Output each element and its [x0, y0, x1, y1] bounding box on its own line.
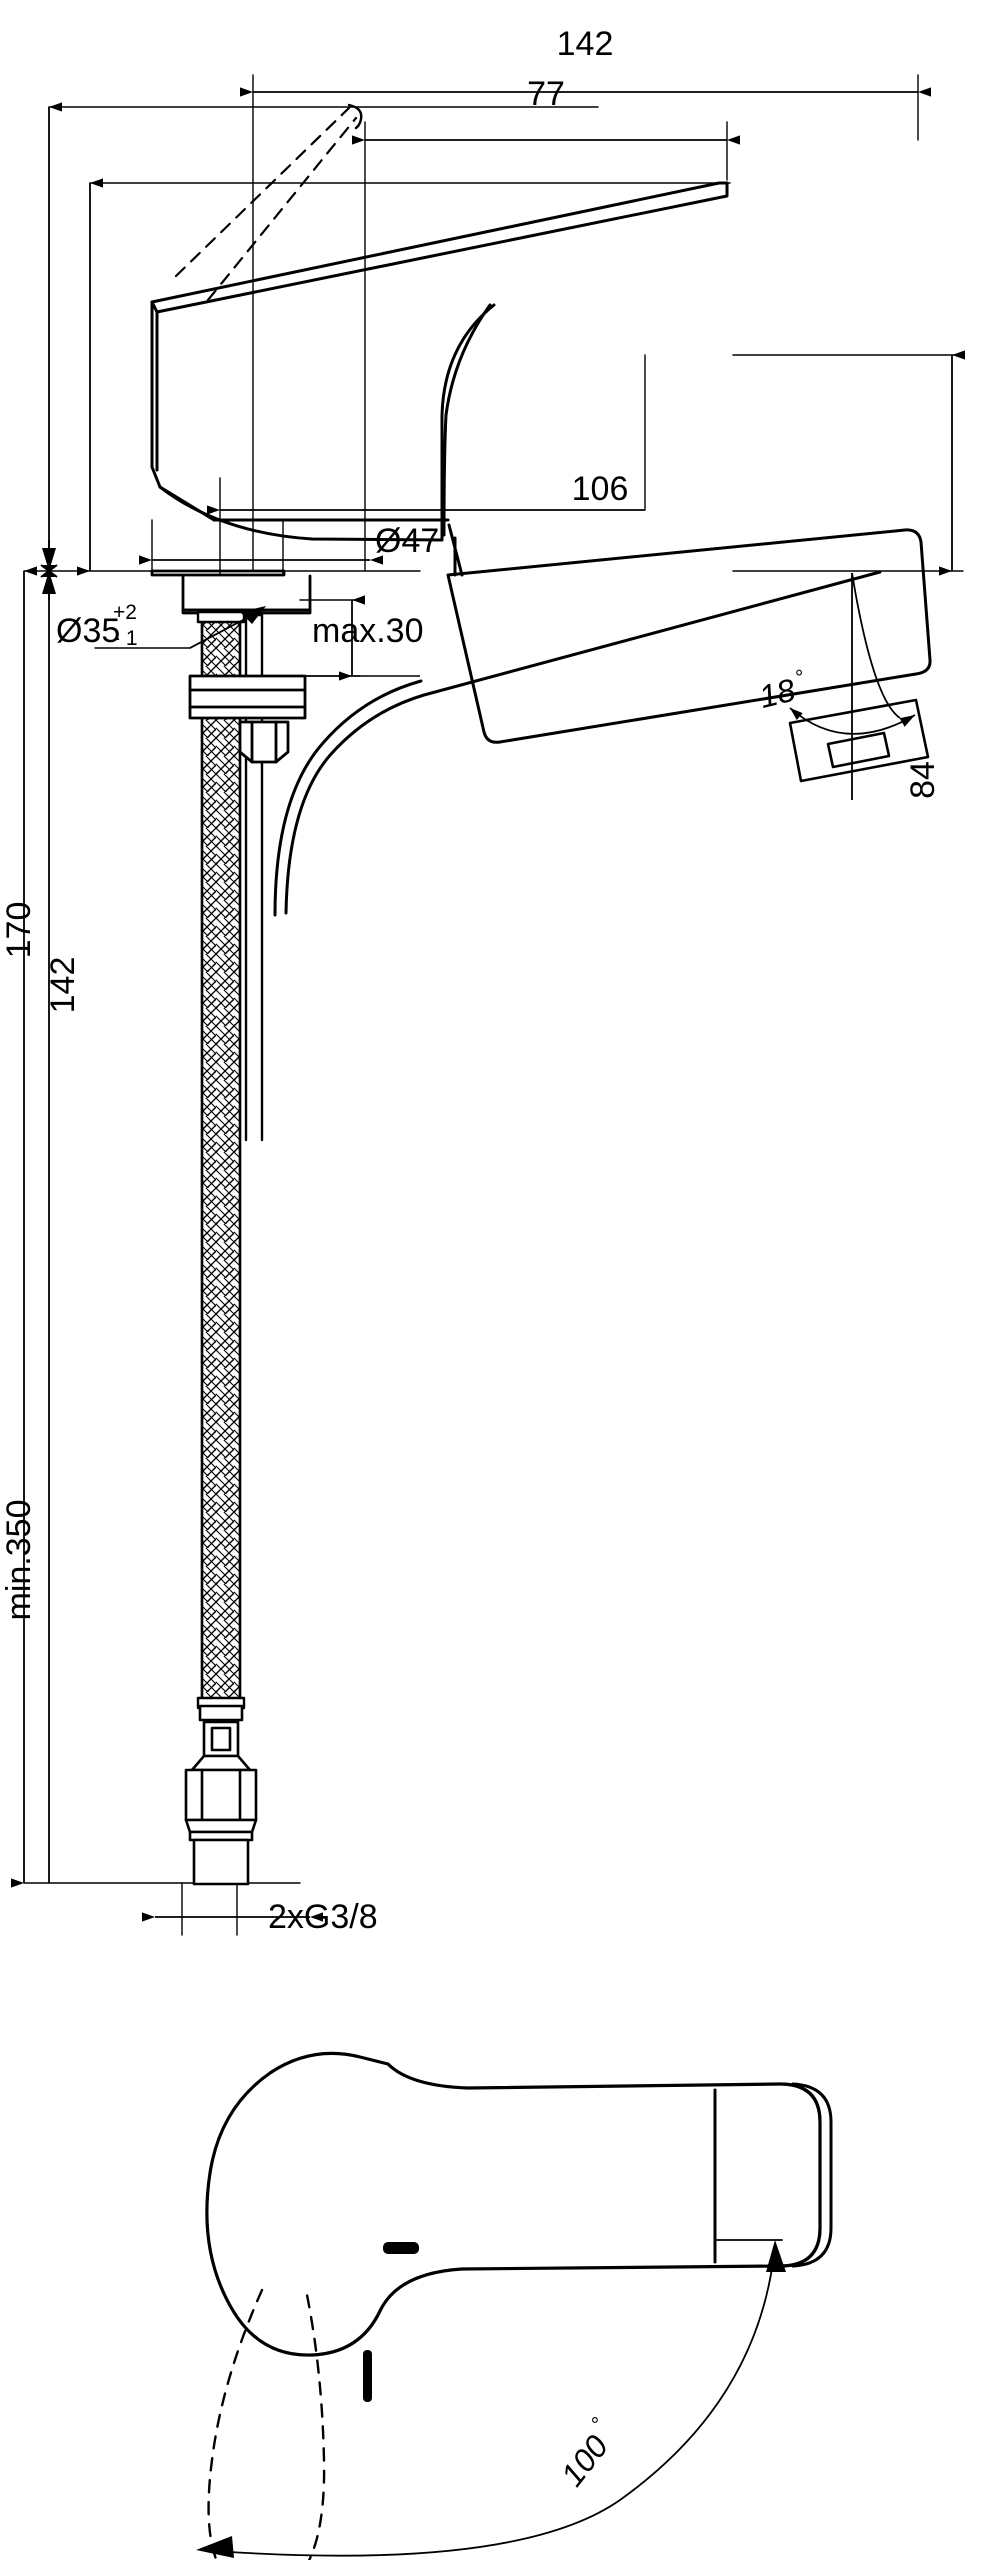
angle-18-dimension	[789, 572, 916, 800]
top-plan-view	[196, 2051, 833, 2560]
label-35-tolerance-upper: +2	[113, 601, 137, 624]
label-thread-2xg38: 2xG3/8	[268, 1898, 378, 1936]
lever-raised-dashed	[174, 106, 358, 302]
flexible-hose	[196, 610, 264, 1710]
extension-lines	[23, 74, 964, 1936]
angle-100-arrow-up	[766, 2240, 786, 2272]
spout-lower-curve	[273, 570, 882, 917]
plan-body-outline	[205, 2051, 822, 2357]
label-angle-100-degree-symbol: °	[587, 2413, 610, 2434]
label-77-width: 77	[527, 75, 565, 113]
plan-lever-dashed	[207, 2288, 326, 2560]
mixer-body	[158, 303, 496, 577]
label-35-tolerance-lower: - 1	[113, 627, 138, 650]
label-142-width: 142	[557, 25, 614, 63]
lever-handle	[150, 181, 729, 522]
label-35-diameter: Ø35	[56, 612, 120, 650]
plan-spout-cap	[713, 2082, 833, 2268]
label-84-height: 84	[904, 761, 942, 799]
fixing-nut	[238, 720, 290, 764]
label-170-height: 170	[0, 902, 38, 959]
angle-100-dimension	[229, 2239, 783, 2557]
mounting-plate	[188, 674, 307, 720]
label-min-350: min.350	[0, 1500, 38, 1621]
label-106-projection: 106	[572, 470, 629, 508]
lever-raised-tip	[347, 103, 363, 130]
hose-end-fitting	[184, 1704, 258, 1886]
label-max-30: max.30	[312, 612, 424, 650]
label-angle-18: 18	[755, 671, 798, 715]
label-142-height: 142	[44, 957, 82, 1014]
spout-upper	[446, 528, 932, 744]
dimension-lines-side	[11, 87, 965, 1922]
aerator	[788, 698, 930, 783]
label-angle-100: 100	[554, 2428, 615, 2492]
mounting-shank	[150, 569, 312, 615]
angle-100-arrow-end	[196, 2536, 234, 2558]
label-47-diameter: Ø47	[375, 522, 439, 560]
side-elevation-view	[23, 74, 964, 1936]
label-angle-18-degree-symbol: °	[794, 666, 808, 690]
plan-indicator-marks	[363, 2242, 419, 2402]
